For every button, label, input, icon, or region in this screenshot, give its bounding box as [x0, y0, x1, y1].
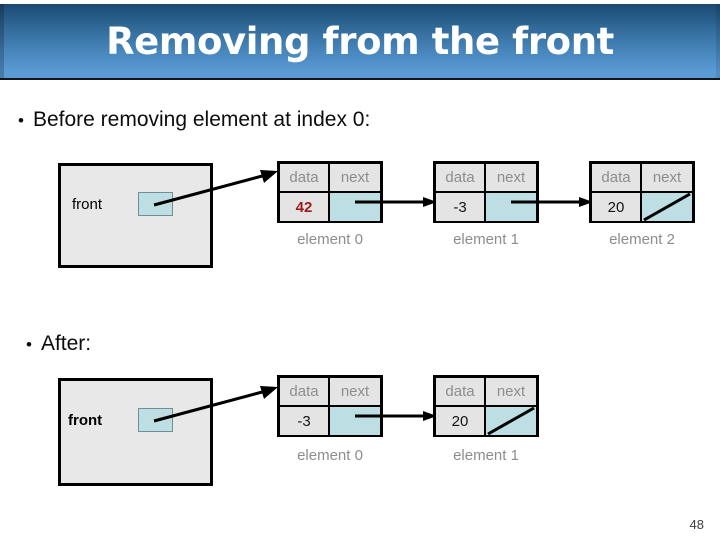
list-node-before-0: data next 42	[277, 161, 383, 223]
node-header-data: data	[436, 378, 486, 405]
next-arrow-before-1-to-2	[511, 197, 593, 207]
bullet-before: • Before removing element at index 0:	[18, 108, 370, 132]
node-data-value: -3	[436, 193, 486, 221]
page-number: 48	[689, 517, 704, 532]
node-data-value: -3	[280, 407, 330, 435]
node-value-row: 42	[280, 193, 380, 221]
list-node-before-2: data next 20	[589, 161, 695, 223]
slide-title-banner: Removing from the front	[0, 4, 720, 80]
node-value-row: -3	[436, 193, 536, 221]
node-caption-before-1: element 1	[453, 231, 519, 248]
bullet-marker-icon: •	[26, 335, 32, 354]
node-header-next: next	[486, 164, 536, 191]
front-reference-box-before	[58, 163, 213, 268]
node-data-value: 20	[436, 407, 486, 435]
node-next-pointer-null	[642, 193, 692, 221]
bullet-after-text: After:	[40, 332, 92, 355]
node-value-row: 20	[592, 193, 692, 221]
node-value-row: 20	[436, 407, 536, 435]
page-title: Removing from the front	[106, 19, 614, 63]
node-header-next: next	[330, 164, 380, 191]
node-header-next: next	[642, 164, 692, 191]
front-label-after: front	[68, 412, 103, 429]
front-label-before: front	[72, 196, 103, 213]
node-header-next: next	[330, 378, 380, 405]
list-node-after-0: data next -3	[277, 375, 383, 437]
node-caption-after-1: element 1	[453, 447, 519, 464]
node-data-value: 42	[280, 193, 330, 221]
node-caption-before-2: element 2	[609, 231, 675, 248]
list-node-after-1: data next 20	[433, 375, 539, 437]
bullet-before-text: Before removing element at index 0:	[32, 108, 371, 131]
node-header-row: data next	[280, 378, 380, 407]
banner-left-edge	[0, 4, 4, 78]
pointer-arrow-front-to-element0-before	[153, 170, 278, 207]
null-pointer-slash-icon	[487, 407, 535, 435]
bullet-marker-icon: •	[18, 111, 24, 130]
node-next-pointer	[330, 193, 380, 221]
null-pointer-slash-icon	[643, 193, 691, 221]
front-reference-box-after	[58, 378, 213, 486]
node-next-pointer	[330, 407, 380, 435]
node-value-row: -3	[280, 407, 380, 435]
next-arrow-after-0-to-1	[355, 411, 437, 421]
node-next-pointer-null	[486, 407, 536, 435]
node-header-data: data	[592, 164, 642, 191]
node-caption-before-0: element 0	[297, 231, 363, 248]
node-header-row: data next	[280, 164, 380, 193]
node-header-data: data	[436, 164, 486, 191]
bullet-after: • After:	[26, 332, 91, 356]
node-header-row: data next	[436, 378, 536, 407]
pointer-arrow-front-to-element0-after	[153, 386, 278, 423]
node-header-data: data	[280, 378, 330, 405]
node-data-value: 20	[592, 193, 642, 221]
node-next-pointer	[486, 193, 536, 221]
node-header-row: data next	[592, 164, 692, 193]
banner-right-edge	[716, 4, 720, 78]
node-header-next: next	[486, 378, 536, 405]
list-node-before-1: data next -3	[433, 161, 539, 223]
node-header-row: data next	[436, 164, 536, 193]
node-header-data: data	[280, 164, 330, 191]
front-pointer-cell-after	[138, 408, 173, 432]
node-caption-after-0: element 0	[297, 447, 363, 464]
next-arrow-before-0-to-1	[355, 197, 437, 207]
